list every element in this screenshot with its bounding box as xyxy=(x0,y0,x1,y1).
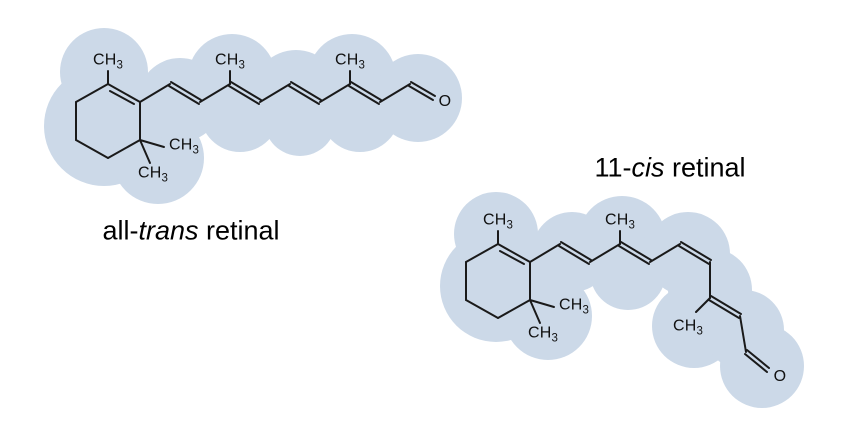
caption-italic: trans xyxy=(138,215,199,246)
caption-suffix: retinal xyxy=(664,152,746,183)
methyl-label: CH3 xyxy=(605,212,635,232)
methyl-label: CH3 xyxy=(138,165,168,185)
methyl-subscript: 3 xyxy=(238,59,246,72)
methyl-text: CH xyxy=(672,317,697,335)
methyl-subscript: 3 xyxy=(192,144,200,157)
methyl-text: CH xyxy=(92,51,117,69)
caption-suffix: retinal xyxy=(198,215,280,246)
methyl-label: CH3 xyxy=(335,52,365,72)
methyl-label: CH3 xyxy=(559,297,589,317)
caption-italic: cis xyxy=(631,152,665,183)
all-trans-caption: all-trans retinal xyxy=(102,215,280,246)
all-trans-highlight-blob xyxy=(44,28,462,204)
oxygen-label: O xyxy=(439,94,452,110)
methyl-label: CH3 xyxy=(673,318,703,338)
methyl-text: CH xyxy=(334,51,359,69)
methyl-text: CH xyxy=(168,136,193,154)
methyl-subscript: 3 xyxy=(506,219,514,232)
methyl-text: CH xyxy=(604,211,629,229)
oxygen-text: O xyxy=(438,93,452,110)
methyl-label: CH3 xyxy=(483,212,513,232)
methyl-text: CH xyxy=(558,296,583,314)
methyl-label: CH3 xyxy=(169,137,199,157)
all-trans-structure xyxy=(75,70,436,164)
methyl-label: CH3 xyxy=(215,52,245,72)
methyl-label: CH3 xyxy=(93,52,123,72)
methyl-subscript: 3 xyxy=(161,172,169,185)
methyl-subscript: 3 xyxy=(628,219,636,232)
methyl-text: CH xyxy=(482,211,507,229)
oxygen-text: O xyxy=(773,368,787,385)
methyl-text: CH xyxy=(214,51,239,69)
methyl-text: CH xyxy=(137,164,162,182)
methyl-text: CH xyxy=(527,324,552,342)
caption-prefix: all- xyxy=(102,215,139,246)
oxygen-label: O xyxy=(774,369,787,385)
methyl-subscript: 3 xyxy=(116,59,124,72)
cis-caption: 11-cis retinal xyxy=(594,152,746,183)
cis-structure xyxy=(465,230,770,373)
methyl-subscript: 3 xyxy=(551,332,559,345)
methyl-label: CH3 xyxy=(528,325,558,345)
methyl-subscript: 3 xyxy=(582,304,590,317)
caption-prefix: 11- xyxy=(594,152,632,183)
methyl-subscript: 3 xyxy=(696,325,704,338)
methyl-subscript: 3 xyxy=(358,59,366,72)
